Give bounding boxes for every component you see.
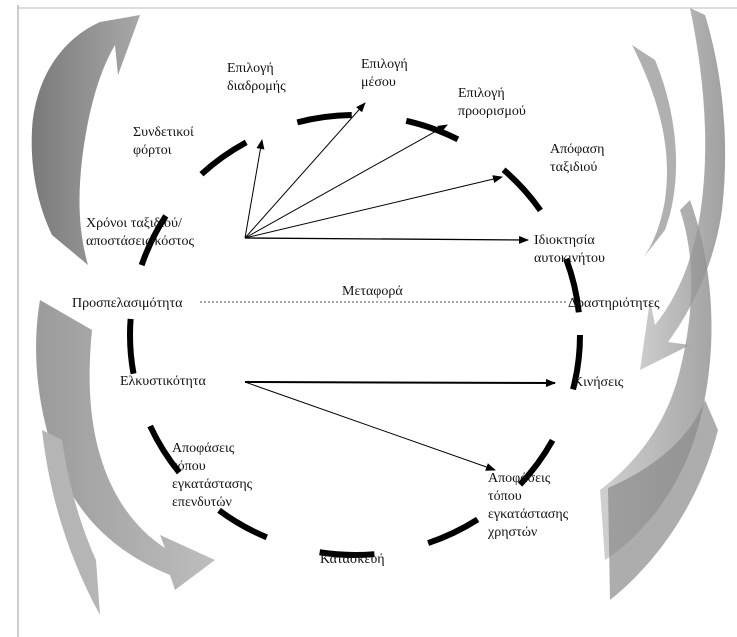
left-cycle-arrow-upper (31, 15, 140, 265)
label-construction: Κατασκευή (320, 552, 385, 567)
arrow-to-mode-choice (244, 102, 366, 239)
label-transport: Μεταφορά (342, 284, 403, 299)
right-cycle-arrow-upper (640, 8, 726, 370)
cycle-circle (127, 112, 583, 558)
label-movements: Κινήσεις (573, 375, 624, 390)
arrow-to-user-location (244, 381, 496, 471)
label-linked-loads: Συνδετικοί φόρτοι (133, 125, 194, 158)
label-travel-costs: Χρόνοι ταξιδιού/ αποστάσεις/κόστος (86, 216, 195, 249)
label-destination-choice: Επιλογή προορισμού (458, 86, 526, 119)
label-route-choice: Επιλογή διαδρομής (227, 61, 286, 94)
right-cycle-arrow-lower (600, 200, 712, 560)
label-car-ownership: Ιδιοκτησία αυτοκινήτου (534, 233, 605, 266)
label-accessibility: Προσπελασιμότητα (72, 296, 183, 311)
arrow-to-route-choice (244, 139, 265, 239)
left-cycle-arrow-lower (36, 300, 215, 590)
left-cycle-arrow-tail (42, 430, 100, 615)
arrow-to-destination-choice (244, 124, 448, 239)
arrow-to-trip-decision (244, 175, 503, 239)
right-cycle-arrow-mid (632, 45, 677, 262)
label-trip-decision: Απόφαση ταξιδιού (550, 142, 605, 175)
arrow-to-car-ownership (244, 235, 529, 244)
label-activities: Δραστηριότητες (568, 296, 660, 311)
arrow-to-movements (244, 378, 556, 387)
label-user-location: Αποφάσεις τόπου εγκατάστασης χρηστών (488, 471, 569, 540)
label-mode-choice: Επιλογή μέσου (361, 57, 408, 90)
label-attractiveness: Ελκυστικότητα (120, 374, 206, 389)
right-cycle-arrow-bottom (608, 400, 718, 600)
label-investor-location: Αποφάσεις τόπου εγκατάστασης επενδυτών (172, 441, 253, 510)
